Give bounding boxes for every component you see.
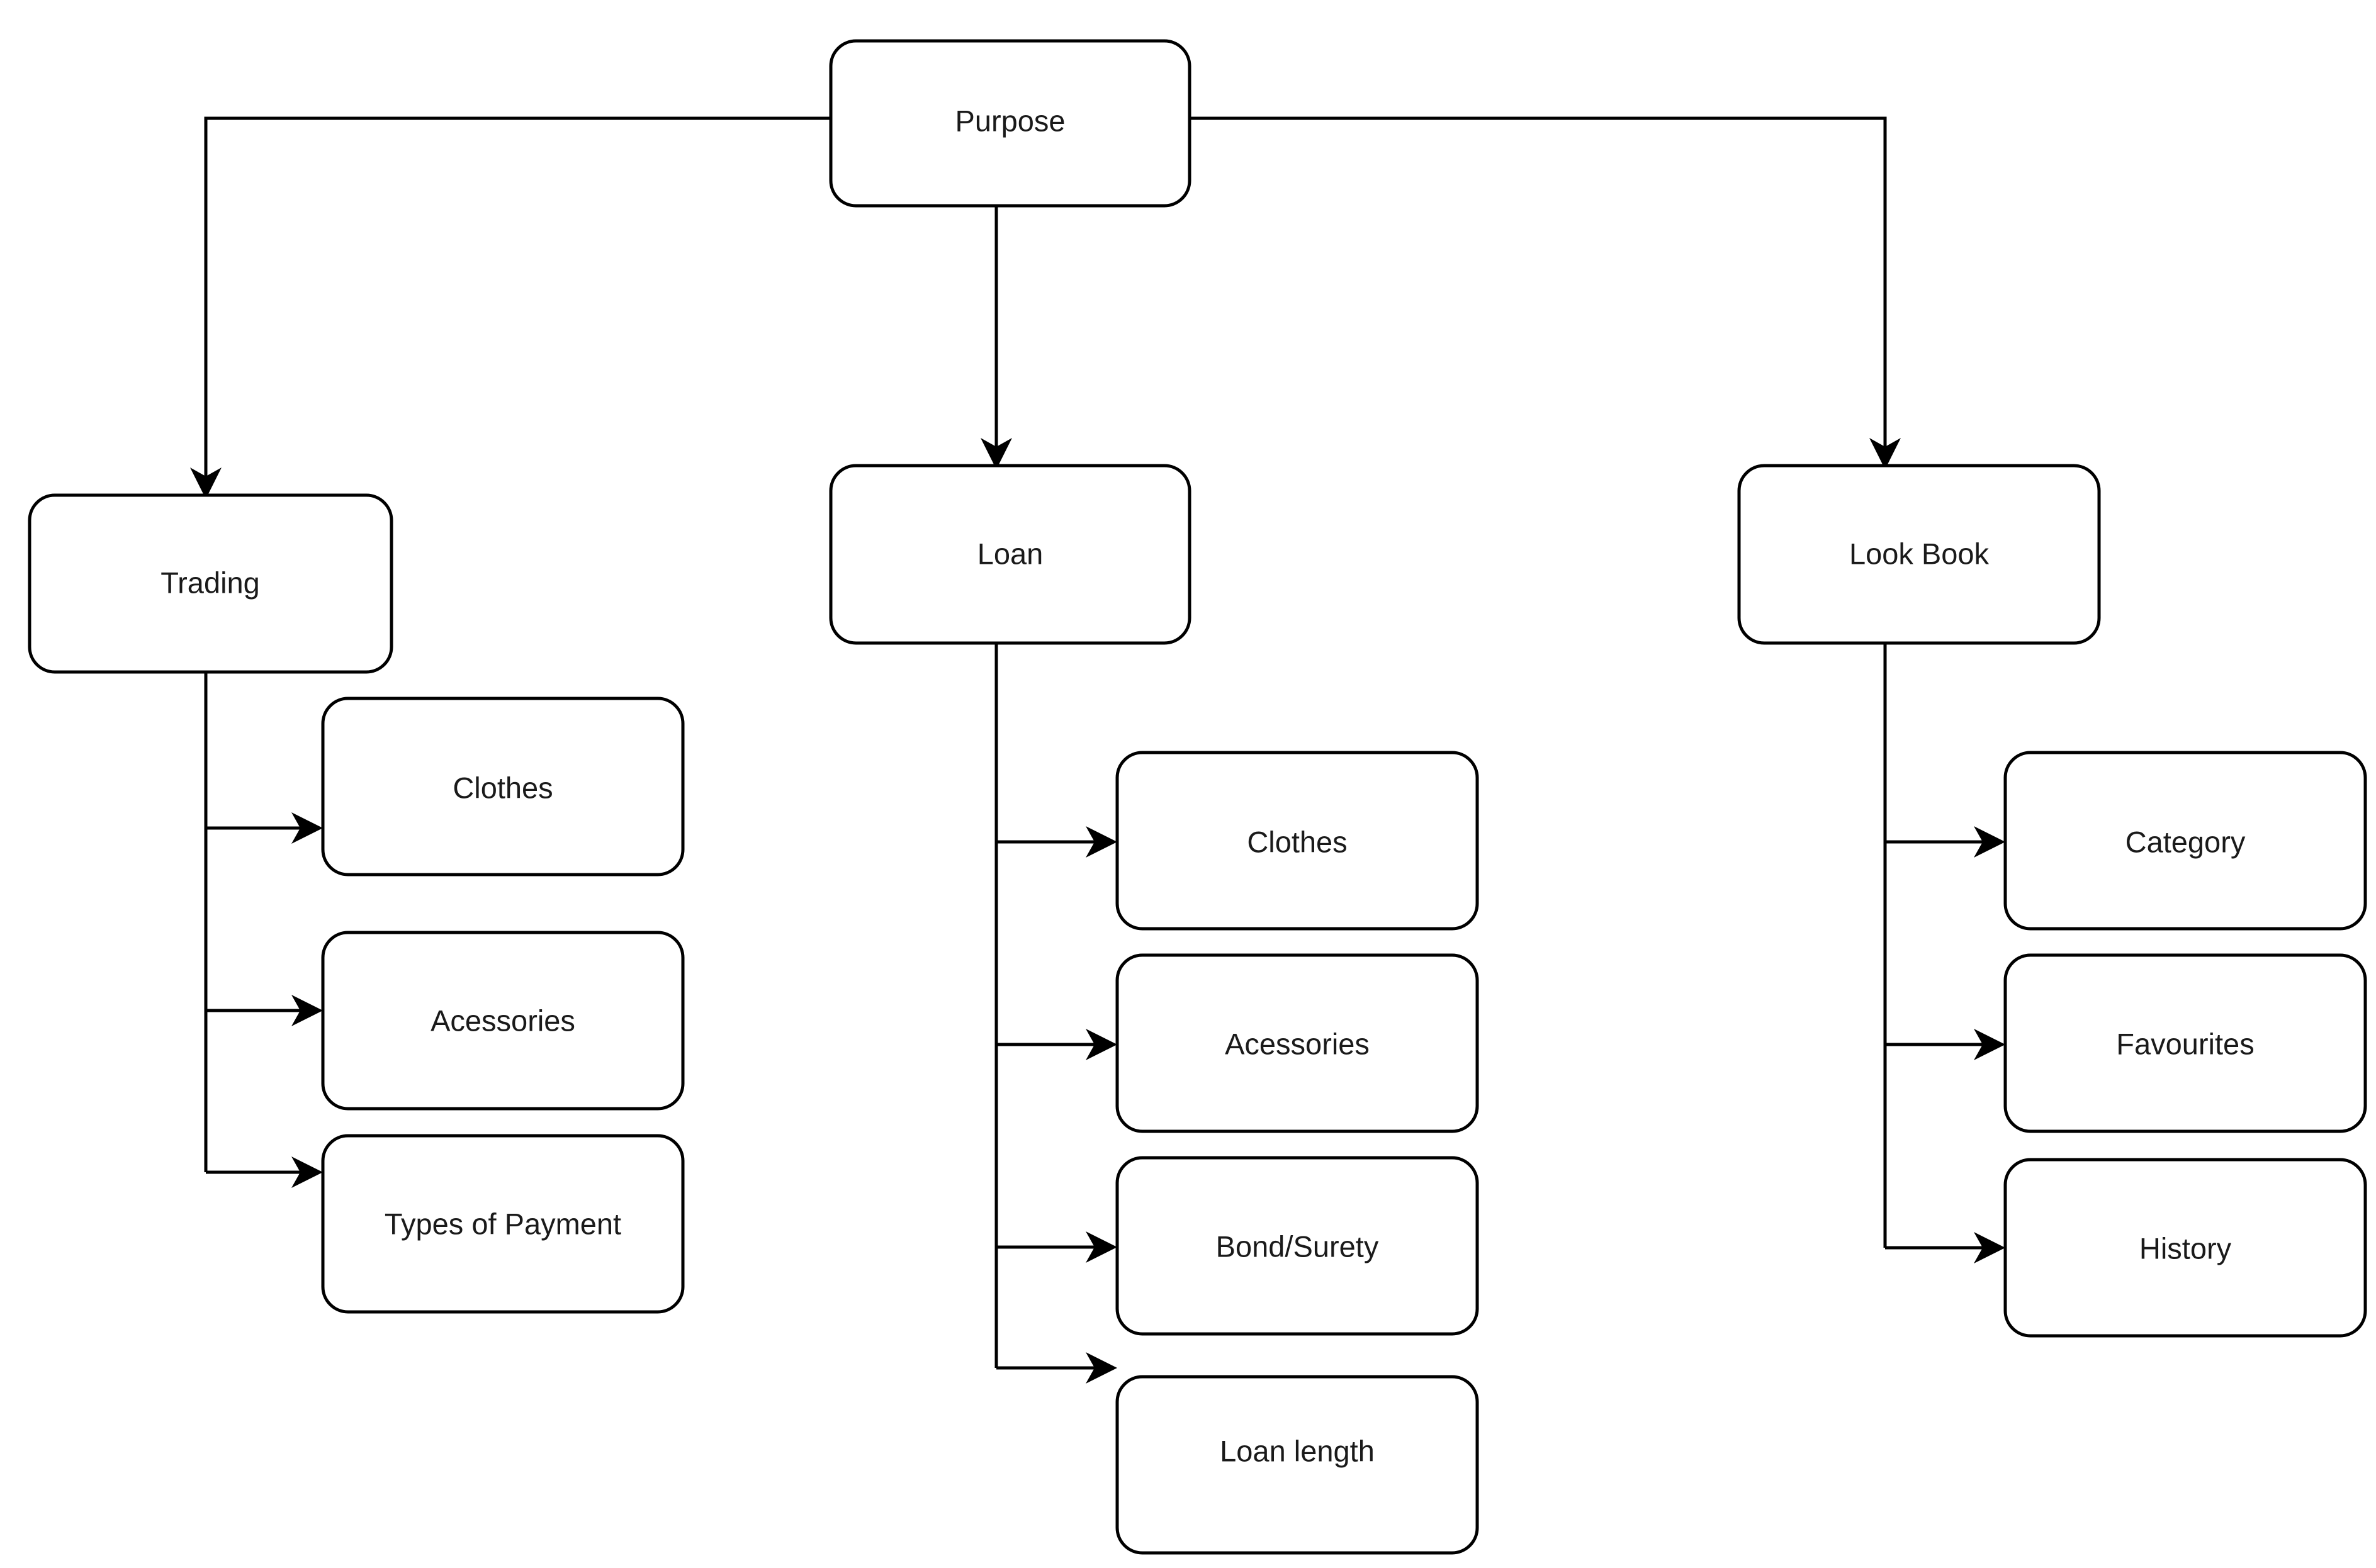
edge-group-lookbook — [1883, 643, 2005, 1263]
node-lookbook-history-shape[interactable] — [2003, 1158, 2367, 1338]
node-lookbook-favourites-label: Favourites — [2116, 1027, 2254, 1060]
node-loan[interactable]: Loan — [829, 464, 1191, 645]
node-loan-acessories[interactable]: Acessories — [1115, 953, 1479, 1133]
arrowhead-lookbook-category — [1974, 826, 2005, 858]
node-lookbook-category-shape[interactable] — [2003, 751, 2367, 931]
node-trading-types-of-payment[interactable]: Types of Payment — [321, 1134, 685, 1314]
node-lookbook-category-label: Category — [2125, 825, 2246, 858]
node-loan-clothes-label: Clothes — [1247, 825, 1347, 858]
arrowhead-trading-types-of-payment — [291, 1156, 323, 1188]
node-purpose[interactable]: Purpose — [829, 39, 1191, 208]
edge-group-loan — [994, 643, 1117, 1384]
node-loan-acessories-shape[interactable] — [1115, 953, 1479, 1133]
node-lookbook-category[interactable]: Category — [2003, 751, 2367, 931]
arrowhead-trading — [190, 468, 222, 499]
node-trading-acessories-label: Acessories — [431, 1004, 575, 1037]
edge-group-root — [190, 116, 1901, 499]
node-trading[interactable]: Trading — [28, 493, 393, 674]
arrowhead-loan-bond-surety — [1086, 1231, 1117, 1263]
arrowhead-trading-acessories — [291, 995, 323, 1026]
node-loan-shape[interactable] — [829, 464, 1191, 645]
node-loan-loan-length[interactable]: Loan length — [1115, 1375, 1479, 1555]
edge-group-trading — [204, 672, 323, 1188]
node-loan-label: Loan — [977, 537, 1044, 570]
node-purpose-shape[interactable] — [829, 39, 1191, 208]
arrowhead-loan — [981, 438, 1012, 469]
arrowhead-loan-acessories — [1086, 1029, 1117, 1060]
node-purpose-label: Purpose — [955, 104, 1065, 137]
node-loan-loan-length-label: Loan length — [1220, 1434, 1375, 1467]
node-loan-loan-length-shape[interactable] — [1115, 1375, 1479, 1555]
arrowhead-loan-clothes — [1086, 826, 1117, 858]
node-look-book[interactable]: Look Book — [1737, 464, 2101, 645]
node-trading-label: Trading — [160, 566, 260, 599]
node-look-book-shape[interactable] — [1737, 464, 2101, 645]
node-lookbook-history-label: History — [2139, 1231, 2232, 1265]
arrowhead-loan-loan-length — [1086, 1352, 1117, 1384]
node-loan-bond-surety-shape[interactable] — [1115, 1156, 1479, 1336]
arrowhead-lookbook — [1869, 438, 1901, 469]
node-loan-bond-surety-label: Bond/Surety — [1216, 1229, 1379, 1263]
node-loan-clothes-shape[interactable] — [1115, 751, 1479, 931]
node-lookbook-history[interactable]: History — [2003, 1158, 2367, 1338]
node-trading-clothes[interactable]: Clothes — [321, 697, 685, 876]
edge-purpose-to-lookbook — [1190, 116, 1887, 456]
node-loan-acessories-label: Acessories — [1225, 1027, 1370, 1060]
node-loan-clothes[interactable]: Clothes — [1115, 751, 1479, 931]
node-trading-clothes-shape[interactable] — [321, 697, 685, 876]
arrowhead-trading-clothes — [291, 812, 323, 844]
node-loan-bond-surety[interactable]: Bond/Surety — [1115, 1156, 1479, 1336]
node-trading-shape[interactable] — [28, 493, 393, 674]
arrowhead-lookbook-favourites — [1974, 1029, 2005, 1060]
node-look-book-label: Look Book — [1849, 537, 1990, 570]
node-trading-types-of-payment-label: Types of Payment — [385, 1207, 621, 1240]
arrowhead-lookbook-history — [1974, 1232, 2005, 1263]
edge-purpose-to-trading — [204, 116, 831, 486]
node-trading-acessories[interactable]: Acessories — [321, 931, 685, 1111]
node-trading-acessories-shape[interactable] — [321, 931, 685, 1111]
node-lookbook-favourites-shape[interactable] — [2003, 953, 2367, 1133]
node-lookbook-favourites[interactable]: Favourites — [2003, 953, 2367, 1133]
node-trading-types-of-payment-shape[interactable] — [321, 1134, 685, 1314]
node-trading-clothes-label: Clothes — [453, 771, 553, 804]
